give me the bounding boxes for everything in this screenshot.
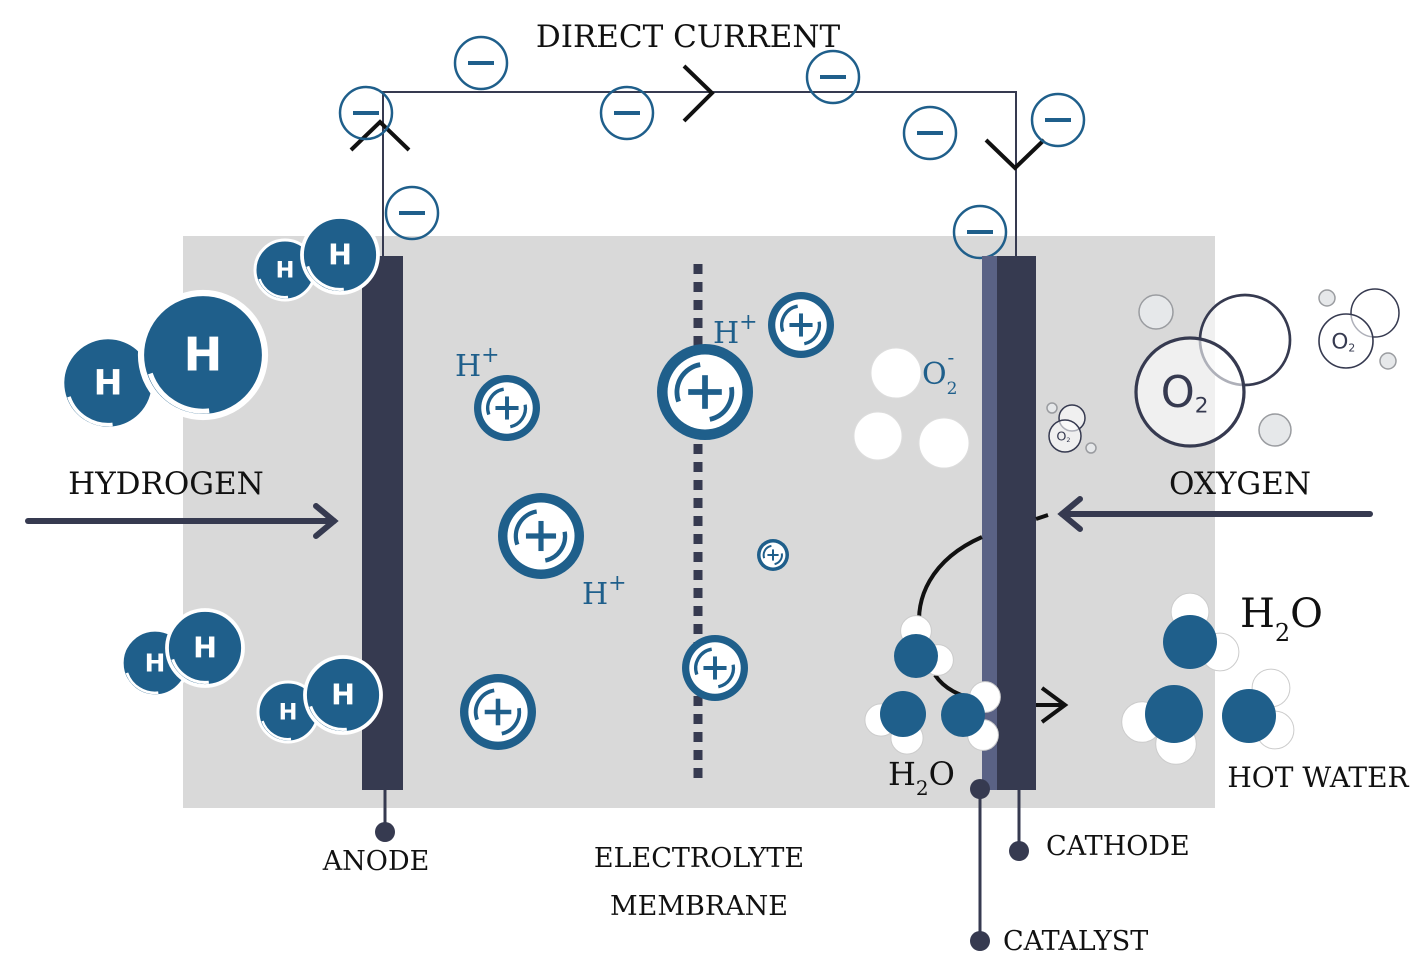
anode-terminal [375,822,395,842]
electron-icon [384,185,440,241]
oxygen-atom [1163,615,1217,669]
electron-icon [338,85,394,141]
hydrogen-atom-label: H [184,328,223,382]
oxygen-bubble-icon [1318,289,1336,307]
cathode-label: CATHODE [1046,831,1190,862]
hydrogen-inflow-arrow [25,503,339,539]
oxygen-bubble-icon [1379,352,1397,370]
water-molecules [864,592,1295,765]
hydrogen-molecule-icon: HH [59,289,269,432]
cathode-electrode [997,256,1036,790]
protons [460,292,834,750]
catalyst-layer [982,256,997,790]
arrow-down-icon [984,138,1046,171]
catalyst-label: CATALYST [1003,926,1148,957]
svg-text:H+: H+ [455,343,500,384]
proton-icon [757,539,789,571]
oxygen-bubble-icon [1046,402,1058,414]
membrane-label: MEMBRANE [610,891,788,922]
catalyst-terminal [970,931,990,951]
hydrogen-atom-label: H [276,258,295,284]
proton-labels: H+ H+ H+ [455,310,758,612]
electron-icon [1030,92,1086,148]
oxygen-bubble-icon [1138,294,1174,330]
electron-icon [453,35,509,91]
oxygen-atom [894,634,938,678]
o2-symbol: O2 [1161,368,1209,418]
svg-text:H+: H+ [582,571,627,612]
water-molecule-icon [1121,685,1203,765]
hydrogen-atom-label: H [193,632,217,665]
direct-current-label: DIRECT CURRENT [536,19,841,55]
oxygen-atom [1145,685,1203,743]
oxygen-atom [941,693,985,737]
oxygen-bubble-icon [1085,442,1097,454]
water-label-inner: H2O [888,755,955,800]
oxygen-inflow-arrow [1057,496,1373,532]
hydrogen-atom-label: H [331,679,355,712]
arrow-right-icon [682,64,715,123]
oxygen-bubble-icon: O2 [1318,313,1374,369]
water-molecule-icon [1163,592,1240,672]
electron-icon [902,105,958,161]
oxygen-atom [880,691,926,737]
current-direction-arrows [349,64,1046,171]
oxygen-atom [1222,689,1276,743]
hydrogen-atom-label: H [94,364,123,404]
svg-text:H+: H+ [713,310,758,351]
electron-icon [952,204,1008,260]
hydrogen-atom-label: H [328,239,352,272]
proton-icon [657,344,753,440]
proton-icon [460,674,536,750]
cathode-terminal [1009,841,1029,861]
electrolyte-label: ELECTROLYTE [594,843,804,874]
hydrogen-label: HYDROGEN [68,466,264,502]
water-molecule-icon [941,681,1001,751]
electron-icon [805,49,861,105]
electrons [338,35,1086,260]
hydrogen-atom-label: H [145,648,166,677]
proton-icon [768,292,834,358]
water-label-outer: H2O [1240,591,1323,647]
anode-label: ANODE [322,846,430,877]
hot-water-label: HOT WATER [1227,761,1409,794]
water-molecule-icon [1222,668,1295,750]
water-molecule-icon [864,691,926,755]
hydrogen-atom-label: H [279,700,298,726]
oxygen-bubble-icon: O2 [1134,336,1246,448]
oxygen-label: OXYGEN [1169,466,1311,502]
electron-icon [599,85,655,141]
oxide-ion-label: O2- [922,345,957,399]
oxygen-bubble-icon [1258,413,1292,447]
arrow-up-icon [349,119,411,152]
oxygen-bubble-icon: O2 [1048,419,1082,453]
direct-current-circuit [382,91,1017,256]
water-molecule-icon [894,615,954,678]
oxygen-atoms [853,347,970,469]
hydrogen-molecule-icon: HH [256,655,383,744]
proton-icon [474,375,540,441]
proton-icon [682,635,748,701]
proton-icon [498,493,584,579]
